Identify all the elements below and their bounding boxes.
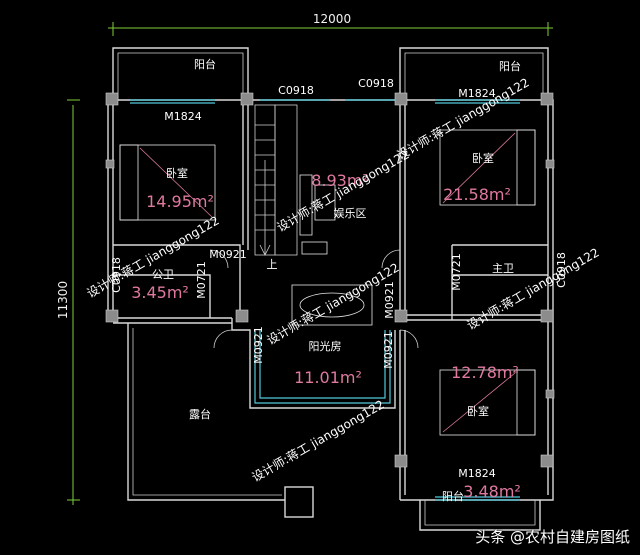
door-code-m1824-right: M1824 [458, 87, 496, 100]
window-code-c0918-b: C0918 [358, 77, 394, 90]
windows [130, 99, 520, 501]
window-code-c0918-left: C0918 [110, 257, 123, 293]
stair-up-label: 上 [267, 258, 278, 271]
room-balcony-bottom: 阳台 [442, 489, 464, 503]
area-balcony-bottom: 3.48m² [463, 482, 521, 501]
area-bedroom-left: 14.95m² [146, 192, 214, 211]
door-code-m1824-bottom: M1824 [458, 467, 496, 480]
bed-left [119, 144, 216, 221]
staircase [255, 124, 275, 256]
area-bedroom-lower: 12.78m² [451, 363, 519, 382]
window-code-c0918-a: C0918 [278, 84, 314, 97]
entertainment-furniture [291, 174, 373, 326]
door-code-m0921-d: M0921 [382, 331, 395, 369]
room-bedroom-left: 卧室 [166, 166, 188, 180]
room-bedroom-lower: 卧室 [467, 404, 489, 418]
window-code-c0918-right: C0918 [555, 252, 568, 288]
room-bath-master: 主卫 [492, 262, 514, 275]
room-bedroom-right: 卧室 [472, 151, 494, 165]
structural-columns [105, 92, 555, 468]
door-swings [209, 249, 419, 349]
room-terrace: 露台 [189, 407, 211, 421]
door-code-m0921-b: M0921 [383, 281, 396, 319]
area-bath-public: 3.45m² [131, 283, 189, 302]
area-bedroom-right: 21.58m² [443, 185, 511, 204]
watermark-1: 设计师:蒋工 jianggong122 [275, 147, 412, 234]
dim-top-label: 12000 [313, 12, 351, 26]
room-entertainment: 娱乐区 [334, 206, 367, 220]
bed-lower [439, 369, 536, 436]
door-code-m0721-a: M0721 [195, 261, 208, 299]
area-sunroom: 11.01m² [294, 368, 362, 387]
room-balcony-top-right: 阳台 [499, 59, 521, 73]
room-bath-public: 公卫 [152, 268, 174, 281]
door-code-m0721-b: M0721 [450, 253, 463, 291]
area-entertainment: 8.93m² [311, 171, 369, 190]
bed-right [439, 129, 536, 206]
door-code-m1824-left: M1824 [164, 110, 202, 123]
watermark-6: 设计师:蒋工 jianggong122 [250, 397, 387, 484]
room-balcony-top-left: 阳台 [194, 57, 216, 71]
dimension-lines [67, 22, 553, 505]
dim-left-label: 11300 [56, 281, 70, 319]
door-code-m0921-c: M0921 [252, 326, 265, 364]
room-sunroom: 阳光房 [309, 339, 342, 353]
door-code-m0921-a: M0921 [209, 248, 247, 261]
source-badge: 头条 @农村自建房图纸 [475, 528, 630, 546]
